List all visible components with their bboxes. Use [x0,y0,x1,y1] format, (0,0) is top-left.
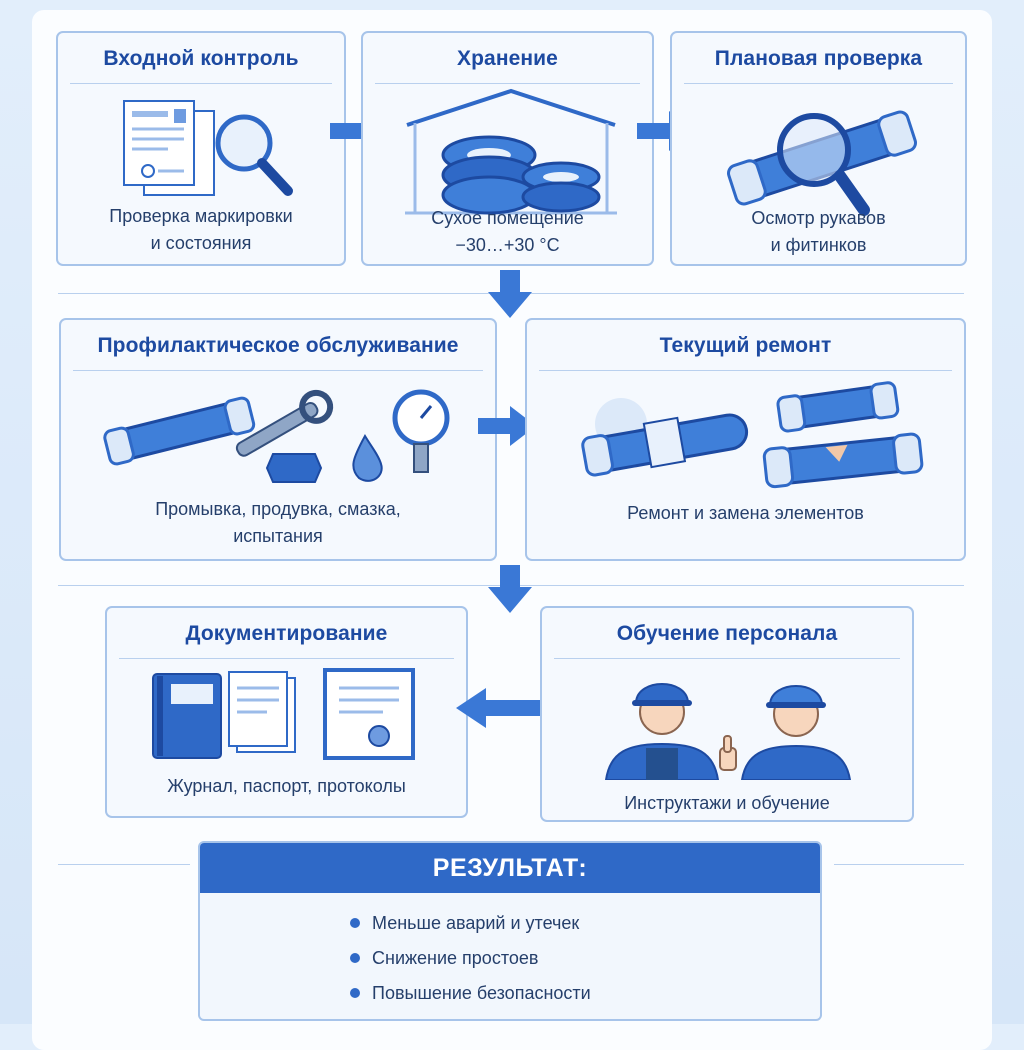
workers-icon [604,683,852,780]
card-staff-training: Обучение персонала Инструктажи и обучени… [540,606,914,822]
card-storage: Хранение Сухое помещение −30…+30 °C [361,31,654,266]
card-current-repair: Текущий ремонт Ремонт и замена элементов [525,318,966,561]
repaired-hoses-icon [581,381,924,489]
card-rule [70,83,332,84]
result-item: Повышение безопасности [350,979,820,1014]
card-title: Документирование [185,622,388,645]
bullet-icon [350,953,360,963]
card-text: Сухое помещение −30…+30 °C [431,208,584,255]
card-title: Входной контроль [103,47,299,70]
result-item: Меньше аварий и утечек [350,909,820,944]
card-rule [375,83,640,84]
card-title: Хранение [457,47,558,70]
card-rule [73,370,483,371]
card-title: Текущий ремонт [659,334,832,357]
arrow-down-icon [488,270,532,318]
card-text: Промывка, продувка, смазка, испытания [155,499,401,546]
warehouse-hoses-icon [405,88,617,215]
card-title: Профилактическое обслуживание [97,334,459,357]
card-rule [539,370,952,371]
arrow-left-icon [456,688,548,728]
card-rule [554,658,900,659]
card-title: Плановая проверка [714,47,923,70]
card-incoming-control: Входной контроль Проверка маркировки и с… [56,31,346,266]
arrow-down-icon [488,565,532,613]
card-text: Проверка маркировки и состояния [109,206,293,253]
bullet-icon [350,918,360,928]
result-divider-left [58,864,190,865]
maintenance-tools-icon [103,389,450,483]
card-preventive-maintenance: Профилактическое обслуживание Промывка, … [59,318,497,561]
documents-icon [152,668,415,760]
card-documentation: Документирование Журнал, паспорт, проток… [105,606,468,818]
document-magnifier-icon [123,100,293,196]
card-rule [684,83,953,84]
result-item: Снижение простоев [350,944,820,979]
result-panel: РЕЗУЛЬТАТ: Меньше аварий и утечек Снижен… [198,841,822,1021]
result-divider-right [834,864,964,865]
result-title: РЕЗУЛЬТАТ: [200,843,820,893]
card-text: Осмотр рукавов и фитинков [751,208,886,255]
bullet-icon [350,988,360,998]
arrow-right-icon [478,406,536,446]
card-scheduled-check: Плановая проверка Осмотр рукавов и фитин… [670,31,967,266]
card-text: Инструктажи и обучение [624,793,830,813]
card-title: Обучение персонала [616,622,838,645]
card-rule [119,658,454,659]
card-text: Ремонт и замена элементов [627,503,864,523]
hose-magnifier-icon [727,110,917,216]
result-list: Меньше аварий и утечек Снижение простоев… [200,909,820,1014]
card-text: Журнал, паспорт, протоколы [167,776,406,796]
